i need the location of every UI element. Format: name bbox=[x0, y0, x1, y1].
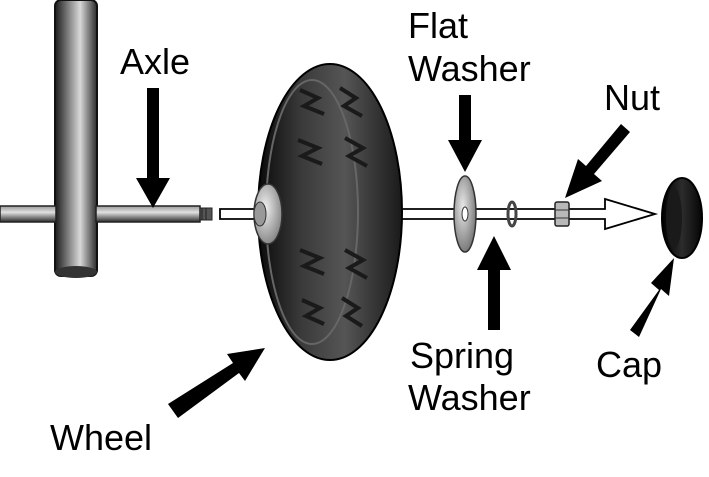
nut-pointer-arrow bbox=[565, 124, 630, 198]
cap bbox=[661, 177, 703, 259]
spring-washer-pointer-arrow bbox=[477, 236, 511, 330]
spring-washer-label-line1: Spring bbox=[410, 335, 515, 376]
cap-pointer-arrow bbox=[630, 258, 674, 337]
axle-pointer-arrow bbox=[136, 88, 170, 208]
axle-rod bbox=[0, 205, 213, 223]
spring-washer bbox=[506, 200, 518, 228]
nut bbox=[554, 201, 570, 227]
flat-washer bbox=[453, 175, 477, 253]
wheel bbox=[253, 63, 403, 361]
cap-label: Cap bbox=[596, 344, 663, 385]
spring-washer-label-line2: Washer bbox=[408, 377, 531, 418]
flat-washer-label-line2: Washer bbox=[408, 48, 531, 89]
nut-label: Nut bbox=[604, 77, 661, 118]
wheel-label: Wheel bbox=[50, 417, 153, 458]
flat-washer-label-line1: Flat bbox=[408, 5, 469, 46]
pointer-arrows bbox=[136, 88, 674, 418]
axle-label: Axle bbox=[120, 41, 191, 82]
frame-leg bbox=[54, 0, 98, 278]
wheel-pointer-arrow bbox=[168, 348, 265, 418]
flat-washer-pointer-arrow bbox=[448, 95, 482, 172]
